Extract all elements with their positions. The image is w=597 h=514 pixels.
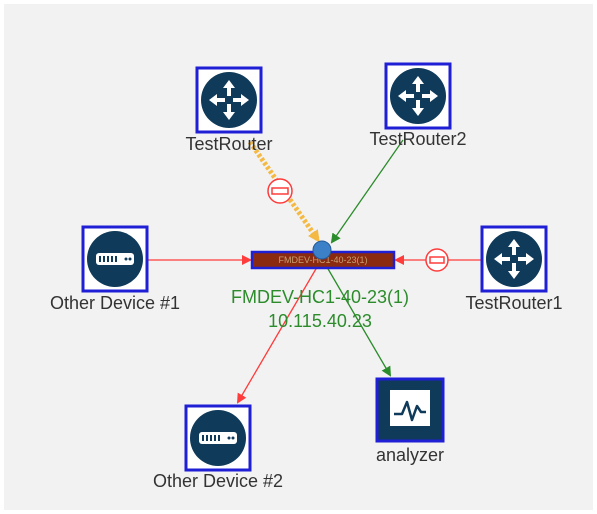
- server-device-icon: [87, 231, 143, 287]
- blocked-link-icon[interactable]: [425, 248, 449, 272]
- node-other-device-2[interactable]: Other Device #2: [153, 404, 283, 491]
- node-testrouter1[interactable]: TestRouter1: [465, 225, 563, 313]
- node-testrouter[interactable]: TestRouter: [185, 66, 273, 154]
- node-label: TestRouter1: [465, 293, 562, 313]
- node-label: TestRouter: [185, 134, 272, 154]
- node-label: Other Device #2: [153, 471, 283, 491]
- node-analyzer[interactable]: analyzer: [375, 377, 445, 465]
- blocked-link-icon[interactable]: [267, 178, 293, 204]
- node-label: TestRouter2: [369, 129, 466, 149]
- center-device-name-overlay: FMDEV-HC1-40-23(1): [278, 255, 367, 265]
- router-icon: [201, 72, 257, 128]
- router-icon: [390, 68, 446, 124]
- links-layer: [147, 139, 484, 404]
- node-other-device-1[interactable]: Other Device #1: [50, 225, 180, 313]
- analyzer-chart-icon: [390, 390, 430, 426]
- link-center-to-analyzer[interactable]: [323, 261, 392, 377]
- center-device-ip: 10.115.40.23: [268, 311, 372, 331]
- center-device-node[interactable]: FMDEV-HC1-40-23(1) FMDEV-HC1-40-23(1) 10…: [231, 240, 409, 331]
- node-label: Other Device #1: [50, 293, 180, 313]
- node-label: analyzer: [376, 445, 444, 465]
- link-center-to-otherdevice2[interactable]: [236, 261, 321, 404]
- center-device-name: FMDEV-HC1-40-23(1): [231, 287, 409, 307]
- server-device-icon: [190, 410, 246, 466]
- node-testrouter2[interactable]: TestRouter2: [369, 62, 467, 149]
- status-dot-icon: [312, 240, 332, 260]
- link-testrouter2-to-center[interactable]: [330, 139, 404, 244]
- router-icon: [486, 231, 542, 287]
